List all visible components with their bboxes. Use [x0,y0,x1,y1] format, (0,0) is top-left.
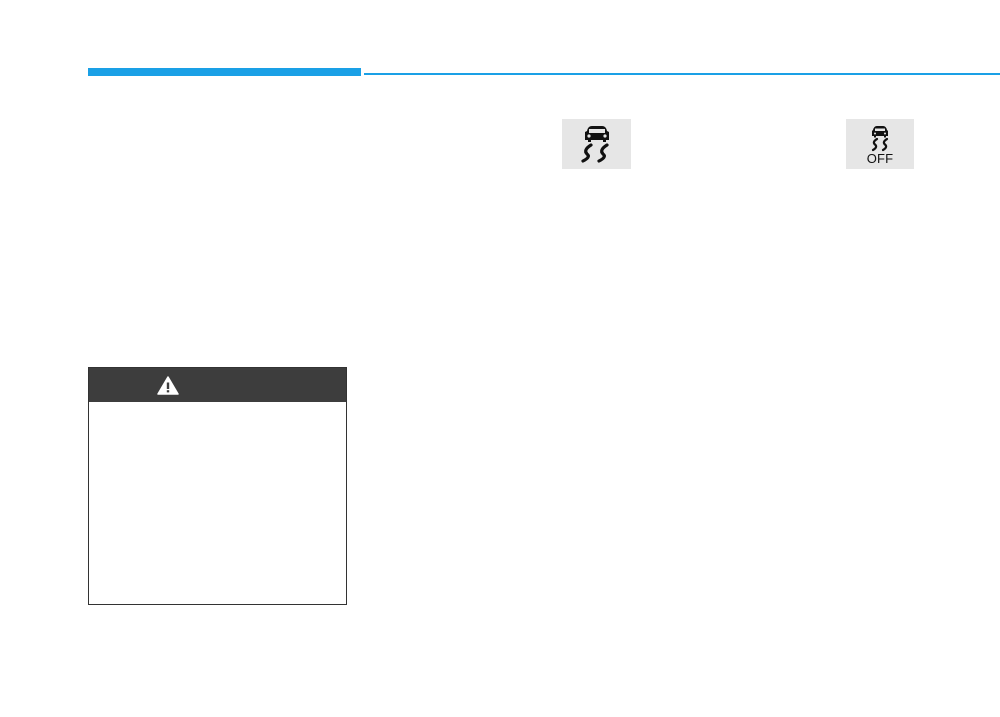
warning-triangle-icon [157,375,179,395]
warning-box [88,367,347,605]
off-label: OFF [866,150,894,166]
skidding-car-icon [580,126,609,163]
section-header-bar [88,68,361,76]
esc-indicator [562,119,631,169]
skidding-car-off-icon [871,125,889,151]
section-header-rule [364,73,1000,75]
warning-header [89,368,346,402]
esc-off-indicator: OFF [846,119,914,169]
